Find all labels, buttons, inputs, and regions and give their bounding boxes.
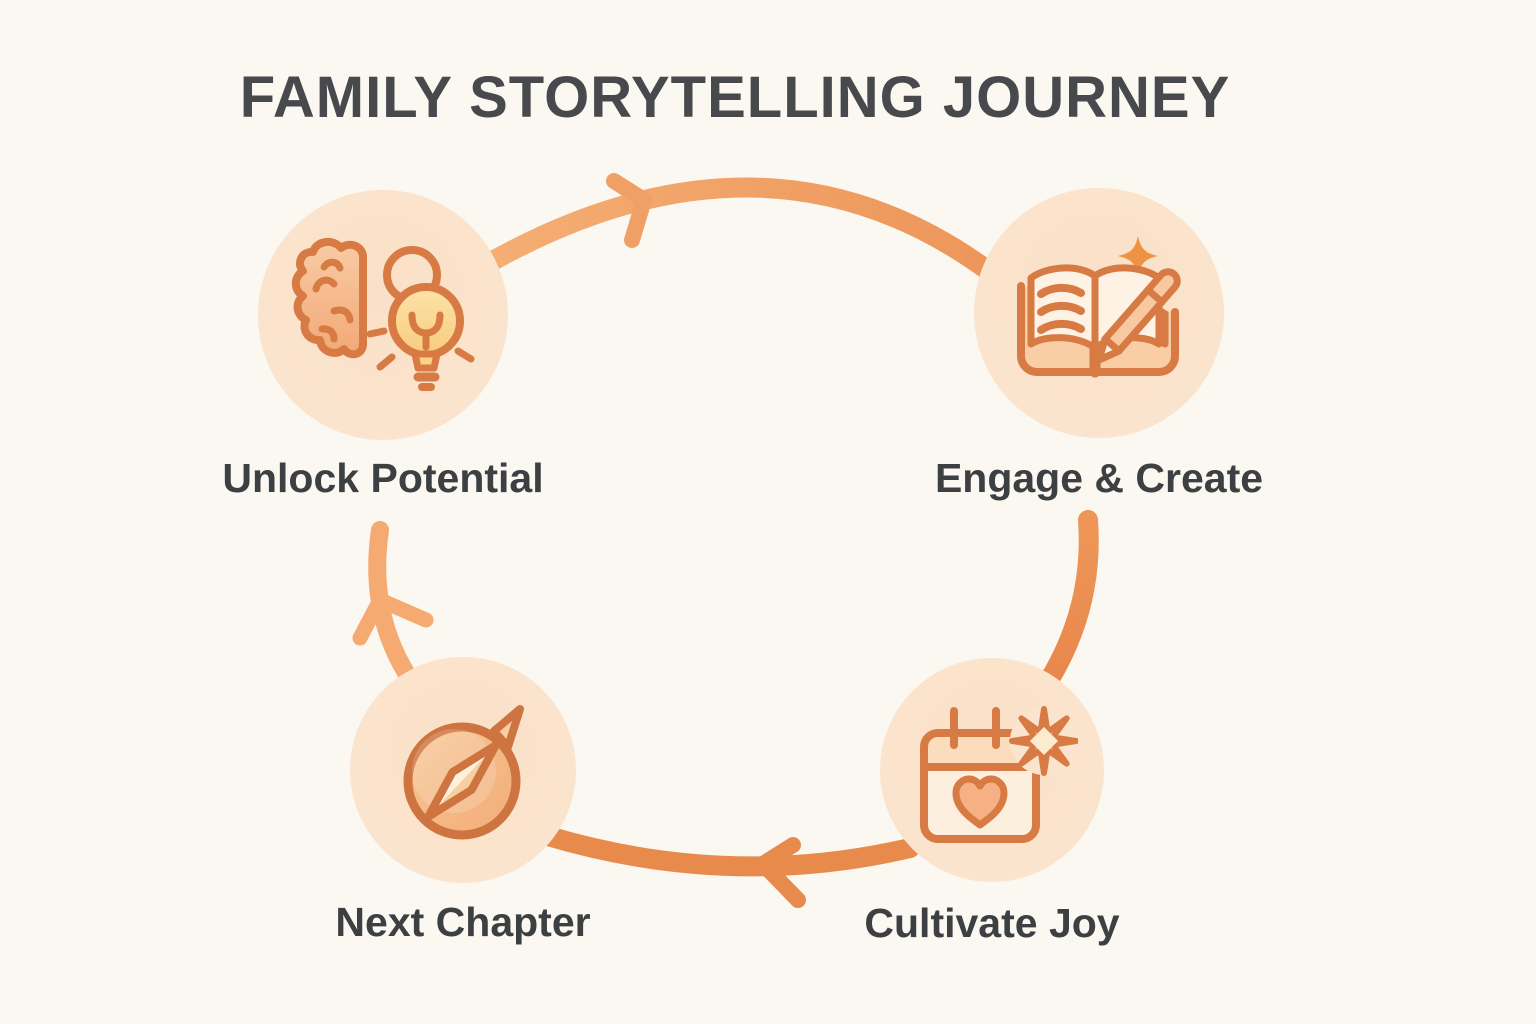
diagram-title: FAMILY STORYTELLING JOURNEY <box>239 65 1231 130</box>
step-unlock-potential: Unlock Potential <box>222 190 544 501</box>
calendar-heart-sparkle-icon <box>920 706 1078 843</box>
step-label: Unlock Potential <box>222 455 544 501</box>
arrowhead-bottom <box>755 837 806 908</box>
step-circle <box>880 658 1104 882</box>
arrow-right <box>1038 510 1099 692</box>
arrow-bottom <box>538 826 920 877</box>
step-circle <box>258 190 508 440</box>
step-label: Engage & Create <box>934 455 1264 501</box>
step-engage-create: Engage & Create <box>935 188 1263 501</box>
step-circle <box>974 188 1224 438</box>
arrowhead-left <box>352 592 434 646</box>
arrow-top <box>470 177 1000 282</box>
compass-icon <box>403 705 524 840</box>
step-next-chapter: Next Chapter <box>335 657 591 945</box>
brain-lightbulb-icon <box>291 237 475 391</box>
step-label: Cultivate Joy <box>864 900 1120 946</box>
step-circle <box>350 657 576 883</box>
open-book-pencil-sparkle-icon <box>1017 236 1181 378</box>
arrowhead-top <box>606 173 652 248</box>
step-cultivate-joy: Cultivate Joy <box>864 658 1120 946</box>
step-label: Next Chapter <box>335 899 591 945</box>
